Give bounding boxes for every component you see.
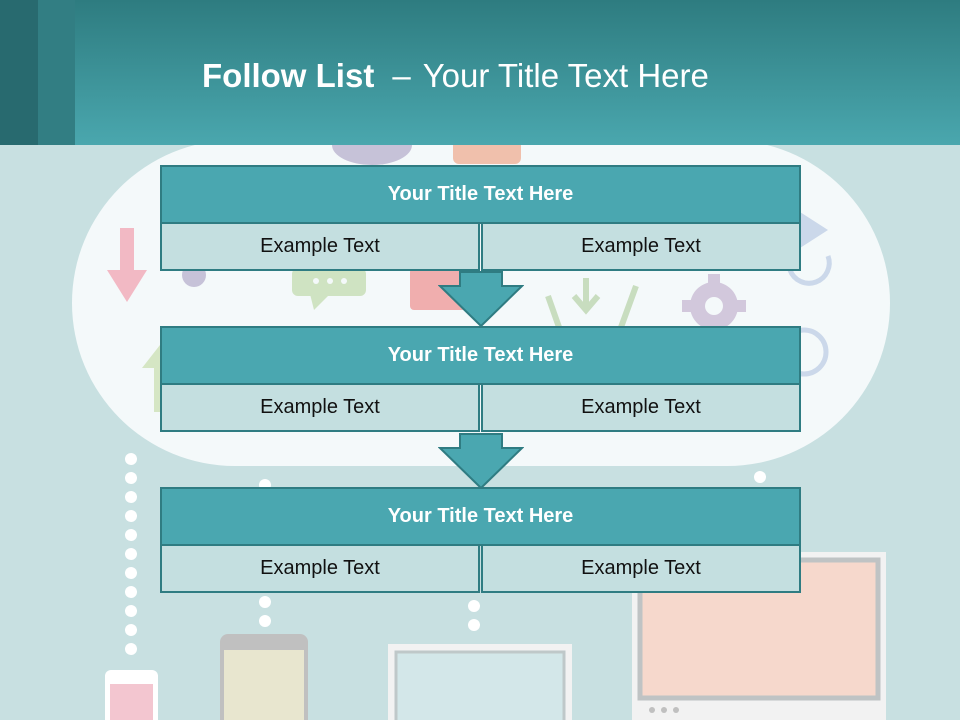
down-arrow-icon: [438, 433, 524, 488]
step-block-1: Your Title Text Here Example Text Exampl…: [160, 165, 801, 271]
slide-header: [0, 0, 960, 145]
slide-title: Follow List–Your Title Text Here: [202, 54, 709, 98]
step-block-3: Your Title Text Here Example Text Exampl…: [160, 487, 801, 593]
step-cell-right: Example Text: [481, 383, 801, 432]
step-title: Your Title Text Here: [160, 326, 801, 385]
step-cell-left: Example Text: [160, 222, 480, 271]
step-title: Your Title Text Here: [160, 165, 801, 224]
dotted-connector-left: [125, 453, 137, 655]
step-cell-right: Example Text: [481, 544, 801, 593]
title-separator: –: [392, 57, 411, 94]
step-block-2: Your Title Text Here Example Text Exampl…: [160, 326, 801, 432]
step-cell-left: Example Text: [160, 544, 480, 593]
header-accent-dark: [0, 0, 38, 145]
phone-icon: [220, 634, 308, 720]
step-cell-left: Example Text: [160, 383, 480, 432]
step-cell-right: Example Text: [481, 222, 801, 271]
header-accent-mid: [38, 0, 75, 145]
title-rest: Your Title Text Here: [422, 57, 709, 94]
upload-arrow-icon: [142, 345, 160, 412]
dot-right: [754, 471, 766, 483]
download-arrow-icon: [107, 228, 147, 302]
gear-icon: [682, 274, 746, 330]
down-arrow-icon: [438, 271, 524, 326]
top-square-decoration: [453, 140, 521, 164]
chat-bubble-icon: [292, 268, 366, 310]
laptop-icon: [388, 644, 572, 720]
step-title: Your Title Text Here: [160, 487, 801, 546]
title-bold: Follow List: [202, 57, 375, 94]
dotted-connector-laptop: [468, 600, 480, 631]
small-phone-icon: [105, 670, 158, 720]
tablet-icon: [410, 268, 466, 310]
